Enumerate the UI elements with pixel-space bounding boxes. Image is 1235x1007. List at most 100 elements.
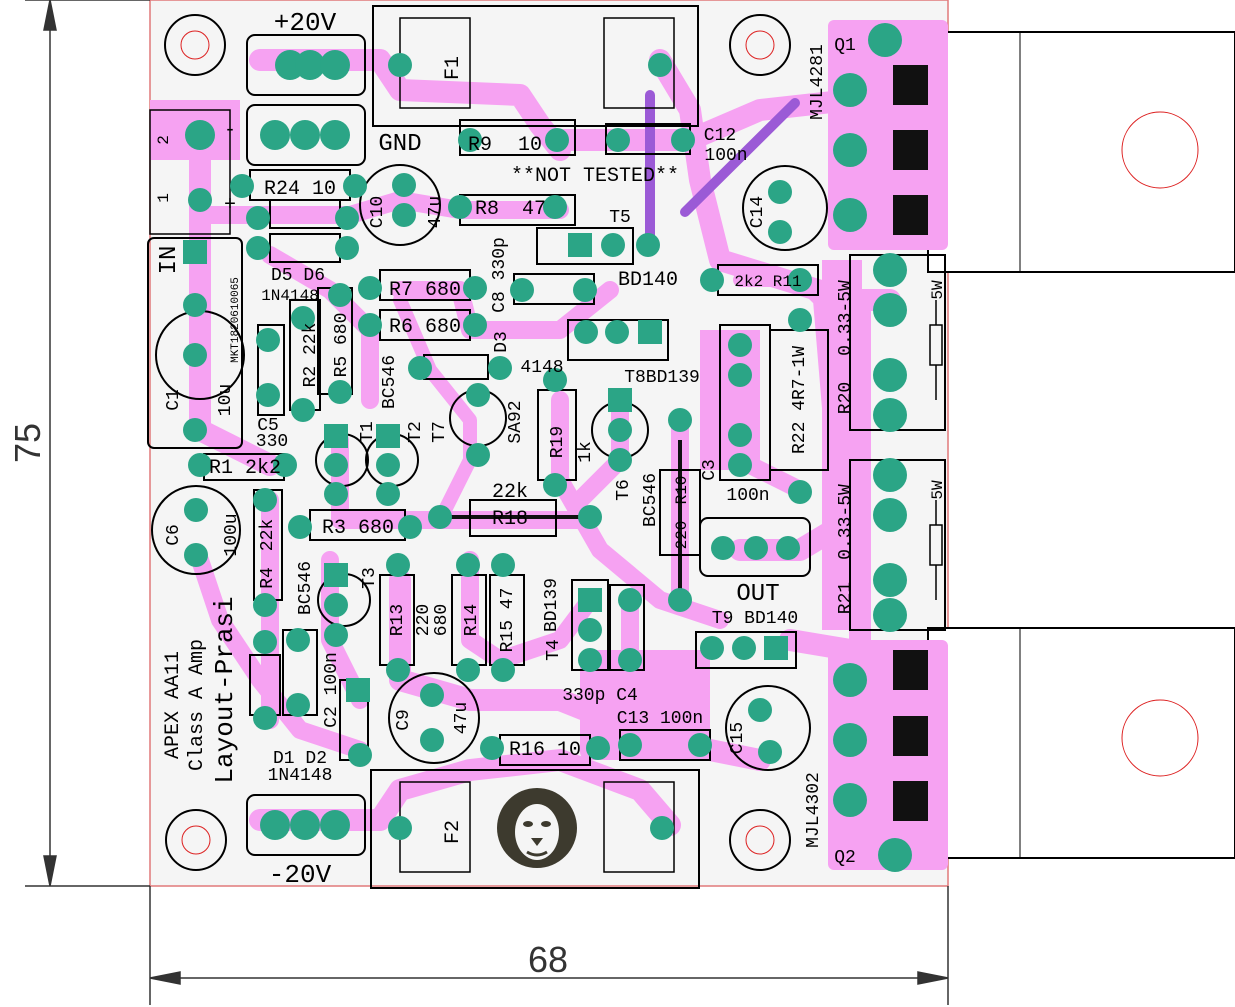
pad <box>574 320 598 344</box>
pad <box>878 838 912 872</box>
label-c14: C14 <box>748 196 768 228</box>
label-c1: C1 <box>164 389 184 411</box>
pad <box>348 743 372 767</box>
pad <box>545 128 569 152</box>
pad <box>291 306 315 330</box>
label-t6: T6 <box>614 479 634 501</box>
pad <box>324 453 348 477</box>
pad <box>466 383 490 407</box>
label-d5-d6: D5 D6 <box>271 266 325 286</box>
pad <box>873 498 907 532</box>
label-q2: Q2 <box>834 848 856 868</box>
label-r14: R14 <box>462 604 482 636</box>
pad <box>324 482 348 506</box>
label-c2: C2 100n <box>322 652 342 728</box>
label-sa92: SA92 <box>506 400 526 443</box>
pad <box>728 333 752 357</box>
pad <box>788 480 812 504</box>
label-d1-d2-value: 1N4148 <box>268 766 333 786</box>
label-bc546-t3: BC546 <box>296 561 316 615</box>
pad <box>324 623 348 647</box>
pad <box>873 458 907 492</box>
pad <box>286 628 310 652</box>
pad <box>376 453 400 477</box>
label-c4: 330p C4 <box>562 686 638 706</box>
pad <box>183 293 207 317</box>
dimension-width: 68 <box>528 939 568 980</box>
pad <box>324 424 348 448</box>
label-gnd: GND <box>378 131 421 158</box>
pad <box>295 50 325 80</box>
label-r19-value: 1k <box>576 441 596 463</box>
pad <box>618 648 642 672</box>
pad <box>290 810 320 840</box>
pad <box>320 120 350 150</box>
pad <box>711 536 735 560</box>
pad <box>420 728 444 752</box>
pad <box>868 23 902 57</box>
pad <box>833 198 867 232</box>
pad <box>491 658 515 682</box>
label-r11: 2k2 R11 <box>734 273 801 291</box>
label-t9-bd140: T9 BD140 <box>712 609 798 629</box>
pad <box>246 236 270 260</box>
label-c13: C13 100n <box>617 709 703 729</box>
jumper-wires <box>645 90 800 240</box>
label-t8-bd139: T8BD139 <box>624 368 700 388</box>
label-r21: R21 <box>836 582 856 614</box>
label-bd139: BD139 <box>542 578 562 632</box>
label-c8: C8 330p <box>490 237 510 313</box>
pad <box>833 663 867 697</box>
pad <box>253 706 277 730</box>
pad <box>768 220 792 244</box>
pad <box>873 293 907 327</box>
label-r18-value: 22k <box>492 481 528 504</box>
pad <box>608 388 632 412</box>
pad <box>398 515 422 539</box>
pad <box>700 636 724 660</box>
pad <box>358 313 382 337</box>
pad <box>376 482 400 506</box>
label-r20: R20 <box>836 382 856 414</box>
pad <box>408 356 432 380</box>
label-c6: C6 <box>164 524 184 546</box>
pad <box>253 593 277 617</box>
pads <box>183 23 912 872</box>
pad <box>328 380 352 404</box>
label-t2: T2 <box>406 421 426 443</box>
heatsink-top <box>927 31 1235 273</box>
power-resistor-bodies <box>929 300 943 600</box>
label-title-apex: APEX AA11 <box>162 651 185 759</box>
label-r20-value: 0.33-5W <box>836 280 856 356</box>
pad <box>601 233 625 257</box>
pad <box>188 188 212 212</box>
pad <box>788 308 812 332</box>
label-bc546-t1: BC546 <box>380 355 400 409</box>
pad <box>744 536 768 560</box>
label-r9: R9 <box>468 134 492 157</box>
heatsink-bottom <box>927 627 1235 859</box>
pad <box>833 133 867 167</box>
label-5w-r21: 5W <box>929 480 947 500</box>
pad <box>183 418 207 442</box>
pad <box>776 536 800 560</box>
label-r19: R19 <box>548 426 568 458</box>
pad <box>388 816 412 840</box>
pad <box>578 588 602 612</box>
pad <box>386 658 410 682</box>
label-r5: R5 680 <box>332 313 352 378</box>
label-r10-value: 220 <box>673 521 691 550</box>
label-t3: T3 <box>360 567 380 589</box>
pad <box>392 173 416 197</box>
pad <box>320 50 350 80</box>
label-r2: R2 22k <box>301 323 321 388</box>
pad <box>605 320 629 344</box>
label-r9-value: 10 <box>518 134 542 157</box>
label-c3-value: 100n <box>726 486 769 506</box>
label-r10: R10 <box>673 476 691 505</box>
pad <box>291 398 315 422</box>
pad <box>346 678 370 702</box>
pad <box>184 498 208 522</box>
pad <box>376 424 400 448</box>
label-c1-value: 10u <box>216 384 236 416</box>
